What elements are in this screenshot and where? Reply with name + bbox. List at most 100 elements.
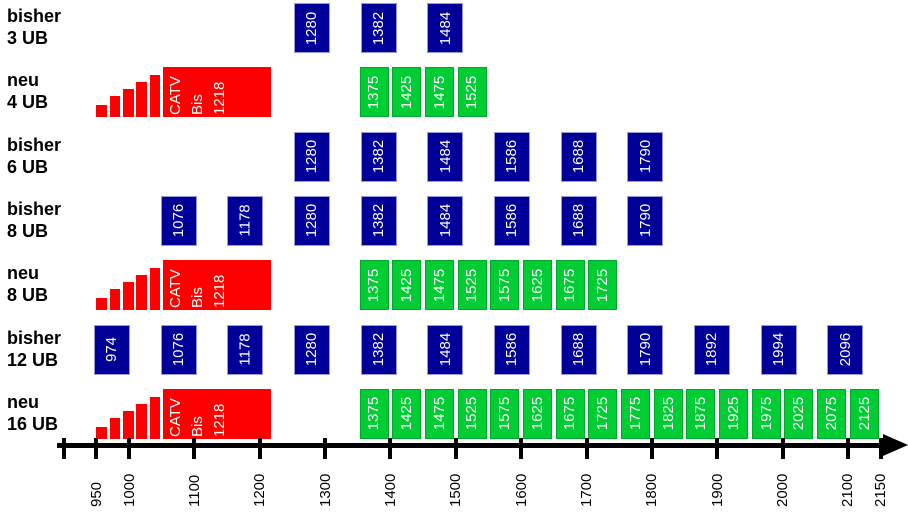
frequency-box: 2125: [849, 388, 879, 439]
catv-label: 1218: [210, 403, 228, 437]
frequency-box-value: 1675: [561, 397, 579, 431]
frequency-box-value: 1925: [725, 397, 743, 431]
row-label-line: 8 UB: [7, 285, 49, 306]
frequency-box-value: 2125: [855, 397, 873, 431]
axis-tick-label: 1900: [708, 473, 726, 507]
catv-ramp-bar: [122, 282, 134, 311]
frequency-box: 1382: [360, 131, 397, 182]
frequency-box: 2096: [827, 324, 864, 375]
frequency-box: 1375: [359, 260, 389, 311]
frequency-box: 1775: [621, 388, 651, 439]
frequency-box: 1725: [588, 388, 618, 439]
axis-arrow-icon: [883, 434, 908, 456]
frequency-box-value: 1790: [636, 332, 654, 367]
axis-tick-label: 2150: [872, 473, 890, 507]
frequency-box-value: 1382: [370, 204, 388, 238]
catv-ramp-bar: [109, 96, 121, 118]
frequency-box-value: 1280: [303, 11, 321, 45]
frequency-box-value: 1825: [659, 397, 677, 431]
frequency-box-value: 1475: [430, 268, 448, 302]
frequency-box: 1280: [294, 131, 330, 182]
frequency-box: 1375: [359, 67, 389, 118]
frequency-box-value: 1382: [370, 332, 388, 367]
frequency-box-value: 2096: [836, 332, 854, 367]
frequency-box-value: 1425: [398, 268, 416, 302]
catv-ramp-bar: [149, 396, 161, 439]
frequency-box: 1425: [392, 260, 422, 311]
frequency-box-value: 1425: [398, 75, 416, 109]
row-label-line: bisher: [7, 327, 62, 348]
row-label-line: 8 UB: [7, 220, 49, 241]
frequency-box-value: 1688: [570, 204, 588, 238]
frequency-box-value: 1525: [463, 268, 481, 302]
frequency-box: 1975: [751, 388, 781, 439]
frequency-box: 1475: [424, 67, 454, 118]
axis-tick: [715, 438, 720, 459]
catv-ramp-bar: [136, 82, 147, 118]
frequency-box: 1280: [294, 3, 330, 53]
catv-ramp-bar: [149, 268, 161, 311]
frequency-box: 1994: [760, 324, 797, 375]
row-label-line: 4 UB: [7, 92, 49, 113]
axis-tick: [649, 438, 654, 459]
frequency-box: 1525: [457, 260, 487, 311]
row-label-line: neu: [7, 263, 40, 284]
axis-tick: [780, 438, 785, 459]
axis-tick: [127, 438, 131, 459]
frequency-box: 1525: [457, 388, 487, 439]
frequency-box: 1178: [227, 324, 264, 375]
frequency-box-value: 1475: [430, 75, 448, 109]
frequency-box-value: 1586: [503, 332, 521, 367]
catv-ramp-bar: [136, 275, 147, 311]
frequency-box-value: 1484: [436, 11, 454, 45]
frequency-box: 1586: [494, 324, 530, 375]
frequency-box-value: 1280: [303, 204, 321, 238]
frequency-box: 1484: [427, 131, 464, 182]
frequency-box: 1484: [427, 3, 464, 53]
catv-label: Bis: [188, 287, 206, 309]
frequency-box: 1825: [653, 388, 683, 439]
frequency-box: 1725: [588, 260, 618, 311]
axis-tick-label: 1600: [512, 473, 530, 507]
frequency-box-value: 1484: [436, 332, 454, 367]
frequency-box: 1625: [523, 260, 552, 311]
frequency-box-value: 1178: [236, 333, 254, 366]
axis-tick: [94, 438, 99, 459]
frequency-box-value: 2075: [823, 397, 841, 431]
axis-tick: [519, 438, 524, 459]
frequency-box: 2075: [817, 388, 847, 439]
frequency-box-value: 1178: [236, 204, 254, 238]
frequency-box-value: 1375: [365, 397, 383, 431]
catv-ramp-bar: [122, 410, 134, 439]
frequency-box: 1475: [424, 260, 454, 311]
axis-tick: [192, 438, 197, 459]
frequency-box: 1688: [560, 324, 597, 375]
catv-ramp-bar: [122, 89, 134, 118]
axis-tick: [61, 438, 66, 459]
frequency-box: 1586: [494, 195, 530, 246]
row-label-line: 16 UB: [7, 413, 59, 434]
axis-tick-label: 950: [87, 481, 105, 507]
frequency-box-value: 1484: [436, 204, 454, 238]
frequency-box: 1484: [427, 195, 464, 246]
frequency-box: 2025: [784, 388, 814, 439]
axis-tick: [388, 438, 393, 459]
catv-block: [162, 388, 272, 439]
frequency-box: 1675: [555, 260, 585, 311]
frequency-box-value: 1076: [170, 332, 188, 367]
catv-block: [162, 67, 272, 118]
axis-tick: [453, 438, 458, 459]
frequency-box-value: 1382: [370, 11, 388, 45]
frequency-box: 1790: [627, 131, 664, 182]
row-label-line: bisher: [7, 198, 62, 219]
frequency-box-value: 1475: [430, 397, 448, 431]
frequency-box-value: 1425: [398, 397, 416, 431]
axis-tick: [323, 438, 328, 459]
frequency-box: 1575: [490, 388, 520, 439]
